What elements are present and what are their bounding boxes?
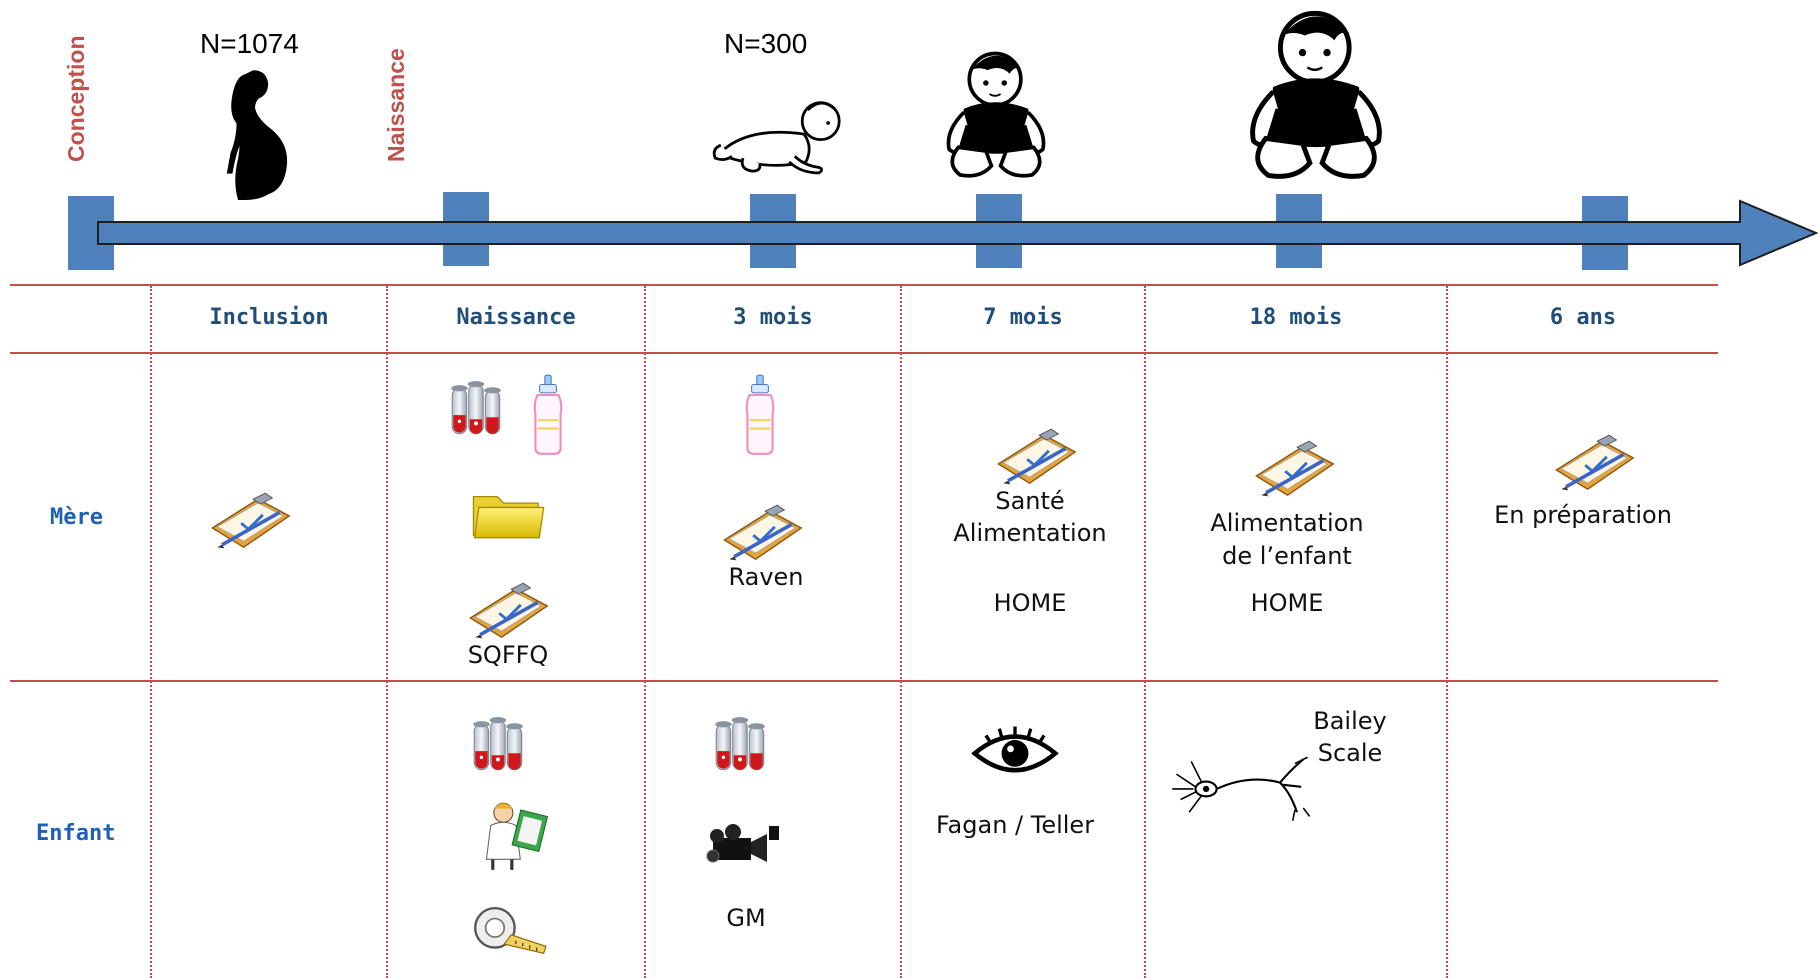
blood-tubes-icon <box>710 716 772 778</box>
column-header-3-months: 3 mois <box>733 305 813 330</box>
fagan-teller-label: Fagan / Teller <box>935 811 1095 839</box>
baby-bottle-icon <box>526 374 570 458</box>
column-header-inclusion: Inclusion <box>209 305 329 330</box>
column-header-18-months: 18 mois <box>1249 305 1343 330</box>
grid-col-divider-4 <box>900 286 902 978</box>
crawling-baby-icon <box>706 92 854 178</box>
video-camera-icon <box>702 820 784 870</box>
three-months-count: N=300 <box>724 28 808 59</box>
clipboard-icon <box>1254 440 1338 500</box>
health-label: Santé <box>995 487 1065 515</box>
column-header-6-years: 6 ans <box>1549 305 1617 330</box>
doctor-clipboard-icon <box>478 798 552 872</box>
in-preparation-label: En préparation <box>1494 501 1672 529</box>
raven-label: Raven <box>728 563 804 591</box>
grid-line-row-separator <box>10 680 1718 682</box>
home-label-18m: HOME <box>1250 589 1324 617</box>
grid-line-top <box>10 284 1718 286</box>
grid-col-divider-2 <box>386 286 388 978</box>
scale-label: Scale <box>1317 739 1383 767</box>
grid-col-divider-5 <box>1144 286 1146 978</box>
clipboard-icon <box>722 504 806 564</box>
column-header-birth: Naissance <box>456 305 576 330</box>
row-label-child: Enfant <box>36 821 116 846</box>
baby-bottle-icon <box>738 374 782 458</box>
child-feeding-label: Alimentation <box>1210 509 1364 537</box>
grid-col-divider-1 <box>150 286 152 978</box>
clipboard-icon <box>996 428 1080 488</box>
clipboard-icon <box>1554 434 1638 494</box>
grid-line-header-bottom <box>10 352 1718 354</box>
feeding-label: Alimentation <box>953 519 1107 547</box>
sqffq-label: SQFFQ <box>467 641 549 669</box>
tape-measure-icon <box>468 900 552 958</box>
clipboard-icon <box>468 582 552 642</box>
row-label-mother: Mère <box>50 505 103 530</box>
clipboard-icon <box>210 492 294 552</box>
grid-col-divider-6 <box>1446 286 1448 978</box>
grid-col-divider-3 <box>644 286 646 978</box>
gm-label: GM <box>726 904 766 932</box>
timeline-arrow <box>97 199 1818 267</box>
sitting-baby-7m-icon <box>934 48 1058 186</box>
birth-event-label: Naissance <box>383 48 409 162</box>
conception-label: Conception <box>63 35 89 163</box>
column-header-7-months: 7 mois <box>983 305 1063 330</box>
eye-icon <box>970 722 1060 778</box>
home-label-7m: HOME <box>993 589 1067 617</box>
sitting-toddler-18m-icon <box>1236 6 1396 190</box>
blood-tubes-icon <box>468 716 530 778</box>
pregnant-woman-icon <box>208 64 302 210</box>
inclusion-count: N=1074 <box>200 28 299 59</box>
child-feeding-label-2: de l’enfant <box>1222 542 1352 570</box>
blood-tubes-icon <box>446 380 508 442</box>
bailey-label: Bailey <box>1313 707 1387 735</box>
folder-icon <box>470 488 546 542</box>
neuron-icon <box>1168 752 1316 828</box>
